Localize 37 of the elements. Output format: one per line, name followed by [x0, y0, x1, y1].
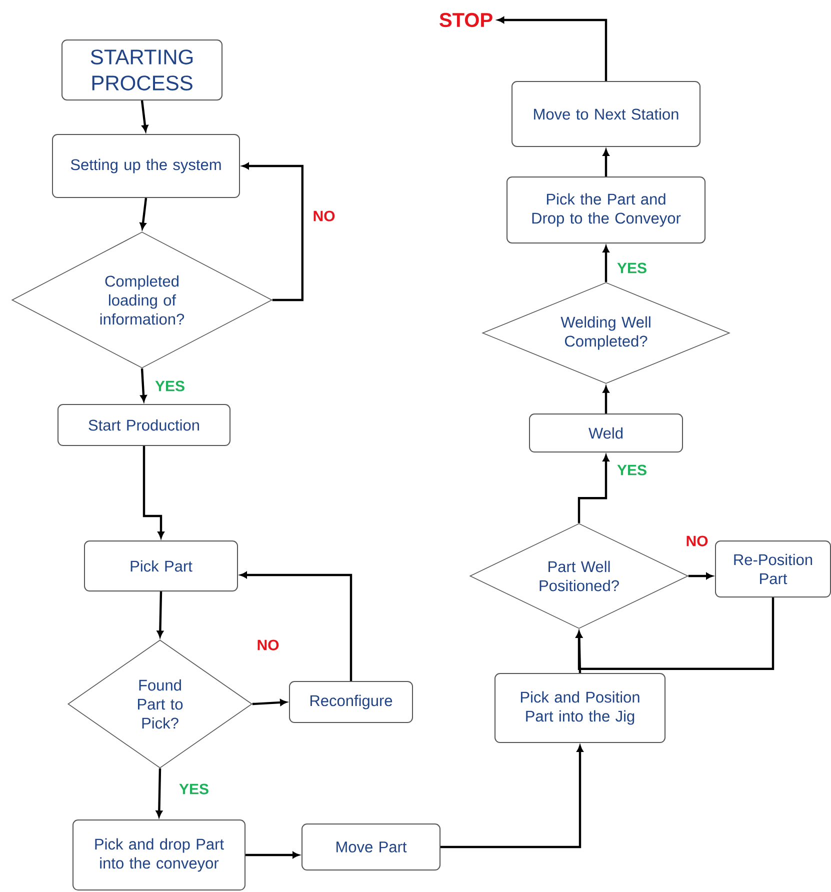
- process-box: Pick and Position Part into the Jig: [494, 673, 666, 743]
- edge-label: NO: [256, 638, 280, 652]
- edge-label: NO: [312, 210, 336, 222]
- arrow: [140, 368, 147, 402]
- arrow: [252, 699, 287, 706]
- arrow: [246, 852, 300, 858]
- arrow: [240, 572, 352, 681]
- arrow: [142, 446, 164, 538]
- stop-label: STOP: [440, 12, 492, 28]
- process-box: Move Part: [302, 824, 440, 870]
- process-box: Start Production: [58, 404, 230, 446]
- process-box: Setting up the system: [52, 134, 240, 198]
- edge-label: YES: [154, 380, 186, 392]
- arrow: [602, 149, 610, 176]
- process-box: STARTING PROCESS: [62, 40, 222, 100]
- arrow: [140, 100, 148, 132]
- arrow: [242, 162, 304, 302]
- process-box: Weld: [529, 414, 683, 452]
- arrow: [156, 591, 164, 638]
- process-box: Re-Position Part: [715, 540, 831, 598]
- process-box: Pick and drop Part into the conveyor: [72, 820, 246, 890]
- arrow: [140, 198, 148, 230]
- arrow: [578, 454, 610, 524]
- arrow: [576, 598, 774, 670]
- arrow: [156, 768, 162, 818]
- arrow: [498, 16, 608, 81]
- edge-label: YES: [616, 262, 648, 274]
- arrow: [688, 572, 713, 580]
- edge-label: YES: [178, 782, 210, 796]
- arrow: [602, 246, 610, 282]
- edge-label: YES: [616, 464, 648, 476]
- process-box: Reconfigure: [289, 681, 413, 723]
- arrow: [602, 386, 610, 414]
- process-box: Move to Next Station: [512, 81, 700, 147]
- process-box: Pick Part: [84, 540, 238, 592]
- process-box: Pick the Part and Drop to the Conveyor: [506, 176, 706, 244]
- arrow: [440, 745, 584, 848]
